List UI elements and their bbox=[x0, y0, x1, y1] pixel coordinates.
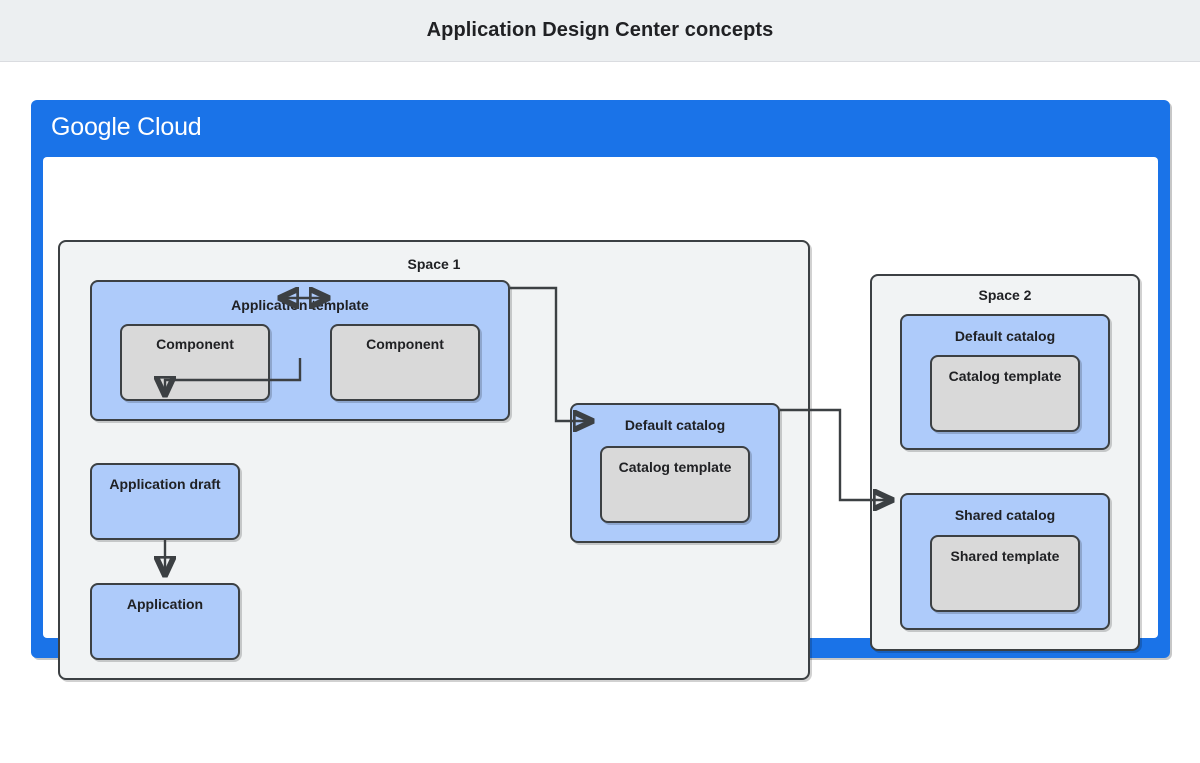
node-shared-template-label: Shared template bbox=[950, 548, 1060, 564]
node-default-catalog-space-1-label: Default catalog bbox=[624, 417, 726, 433]
node-catalog-template-space-2-label: Catalog template bbox=[948, 368, 1062, 384]
node-application-draft-label: Application draft bbox=[109, 476, 221, 492]
page-title: Application Design Center concepts bbox=[426, 19, 774, 41]
node-application-draft: Application draft bbox=[90, 463, 240, 540]
node-application-label: Application bbox=[126, 596, 204, 612]
node-shared-catalog-label: Shared catalog bbox=[954, 507, 1056, 523]
node-component-left: Component bbox=[120, 324, 270, 401]
node-application: Application bbox=[90, 583, 240, 660]
node-application-template-label: Application template bbox=[231, 297, 369, 313]
space-2-label: Space 2 bbox=[978, 287, 1032, 303]
node-component-right-label: Component bbox=[366, 336, 444, 352]
node-catalog-template-space-2: Catalog template bbox=[930, 355, 1080, 432]
node-default-catalog-space-2-label: Default catalog bbox=[954, 328, 1056, 344]
google-wordmark: Google bbox=[51, 113, 131, 141]
diagram-canvas: Google Cloud Space 1 Space 2 Application… bbox=[0, 63, 1200, 700]
page-header: Application Design Center concepts bbox=[0, 0, 1200, 62]
space-1-label: Space 1 bbox=[407, 256, 461, 272]
node-catalog-template-space-1-label: Catalog template bbox=[618, 459, 732, 475]
node-catalog-template-space-1: Catalog template bbox=[600, 446, 750, 523]
node-component-left-label: Component bbox=[156, 336, 234, 352]
google-cloud-logo: Google Cloud bbox=[51, 113, 202, 142]
cloud-wordmark: Cloud bbox=[137, 113, 202, 141]
node-component-right: Component bbox=[330, 324, 480, 401]
node-shared-template: Shared template bbox=[930, 535, 1080, 612]
